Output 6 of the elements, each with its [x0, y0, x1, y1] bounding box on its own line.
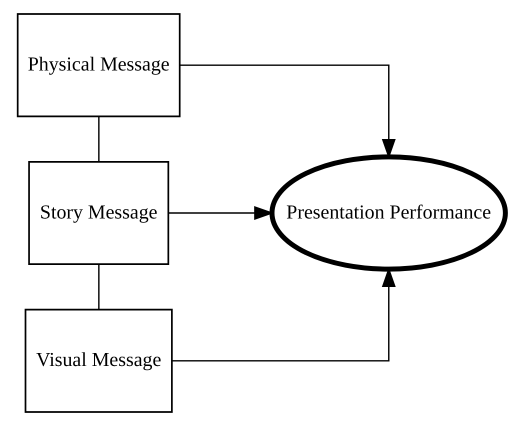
node-box: Visual Message [24, 308, 173, 413]
node-ellipse: Presentation Performance [270, 154, 508, 272]
connector [98, 264, 100, 310]
node-box: Physical Message [16, 13, 181, 118]
connector [98, 116, 100, 162]
node-box: Story Message [28, 160, 170, 266]
